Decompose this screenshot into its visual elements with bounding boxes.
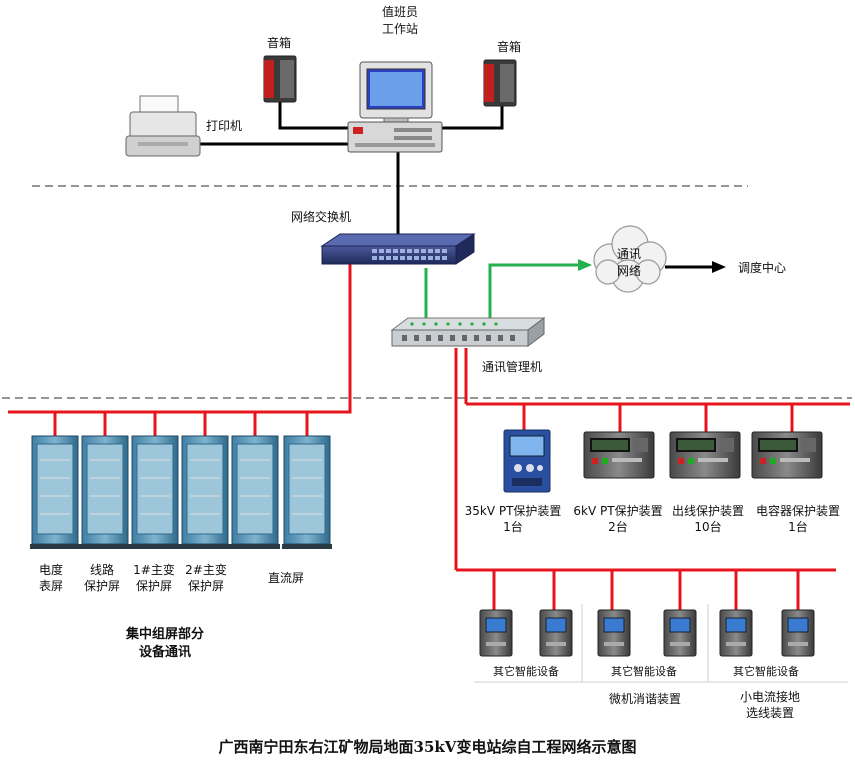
ground-fault-label-line2: 选线装置 [745,706,794,720]
cabinet-label-4-line1: 2#主变 [185,563,227,577]
protection-device-feeder [669,431,741,479]
protection-device-35kv [503,429,551,493]
workstation-label-line1: 值班员 [381,5,418,19]
switch-label: 网络交换机 [290,210,351,224]
comm-manager-label: 通讯管理机 [482,360,543,374]
speaker-left-label: 音箱 [266,36,291,50]
smart-devices [479,609,815,657]
comm-manager [390,317,546,347]
device-6kv-line2: 2台 [608,520,628,534]
panel-cabinets [30,435,332,549]
device-feeder-line1: 出线保护装置 [671,504,744,518]
protection-device-6kv [583,431,655,479]
green-arrowhead [578,259,592,271]
dispatch-center-label: 调度中心 [738,261,787,275]
cabinet-label-1-line2: 表屏 [38,579,63,593]
cabinet-4 [180,435,230,549]
speaker-right-label: 音箱 [496,40,521,54]
group-separators [474,604,848,683]
cabinet-label-3-line1: 1#主变 [133,563,175,577]
harmonic-device-label: 微机消谐装置 [608,692,681,706]
cabinet-label-4-line2: 保护屏 [187,579,224,593]
network-switch [320,233,476,265]
workstation [347,61,443,153]
other-devices-label-3: 其它智能设备 [733,665,799,678]
printer [125,95,201,157]
other-devices-label-1: 其它智能设备 [493,665,559,678]
cabinet-2 [80,435,130,549]
device-35kv-line1: 35kV PT保护装置 [464,504,562,518]
printer-label: 打印机 [206,119,243,133]
cabinet-3 [130,435,180,549]
cabinet-label-2-line2: 保护屏 [83,579,120,593]
device-capacitor-line1: 电容器保护装置 [755,504,840,518]
green-links [424,263,580,318]
dispatch-arrowhead [712,261,726,273]
cabinet-label-1-line1: 电度 [38,563,63,577]
protection-device-capacitor [751,431,823,479]
diagram-caption: 广西南宁田东右江矿物局地面35kV变电站综自工程网络示意图 [218,738,637,756]
speaker-left [263,55,297,103]
cabinet-5 [230,435,280,549]
device-feeder-line2: 10台 [694,520,722,534]
speaker-right [483,59,517,107]
device-capacitor-line2: 1台 [788,520,808,534]
cabinet-6 [282,435,332,549]
workstation-label-line2: 工作站 [381,22,418,36]
cabinet-label-5: 直流屏 [267,571,304,585]
cabinet-label-2-line1: 线路 [89,563,114,577]
device-35kv-line2: 1台 [503,520,523,534]
central-group-line2: 设备通讯 [138,645,191,660]
red-buses [8,256,850,610]
cloud-label-line1: 通讯 [616,247,641,261]
other-devices-label-2: 其它智能设备 [611,665,677,678]
ground-fault-label-line1: 小电流接地 [739,690,800,704]
device-6kv-line1: 6kV PT保护装置 [573,504,663,518]
cabinet-label-3-line2: 保护屏 [135,579,172,593]
cloud [593,225,667,293]
central-group-line1: 集中组屏部分 [125,627,204,642]
cabinet-1 [30,435,80,549]
cloud-label-line2: 网络 [616,264,641,278]
